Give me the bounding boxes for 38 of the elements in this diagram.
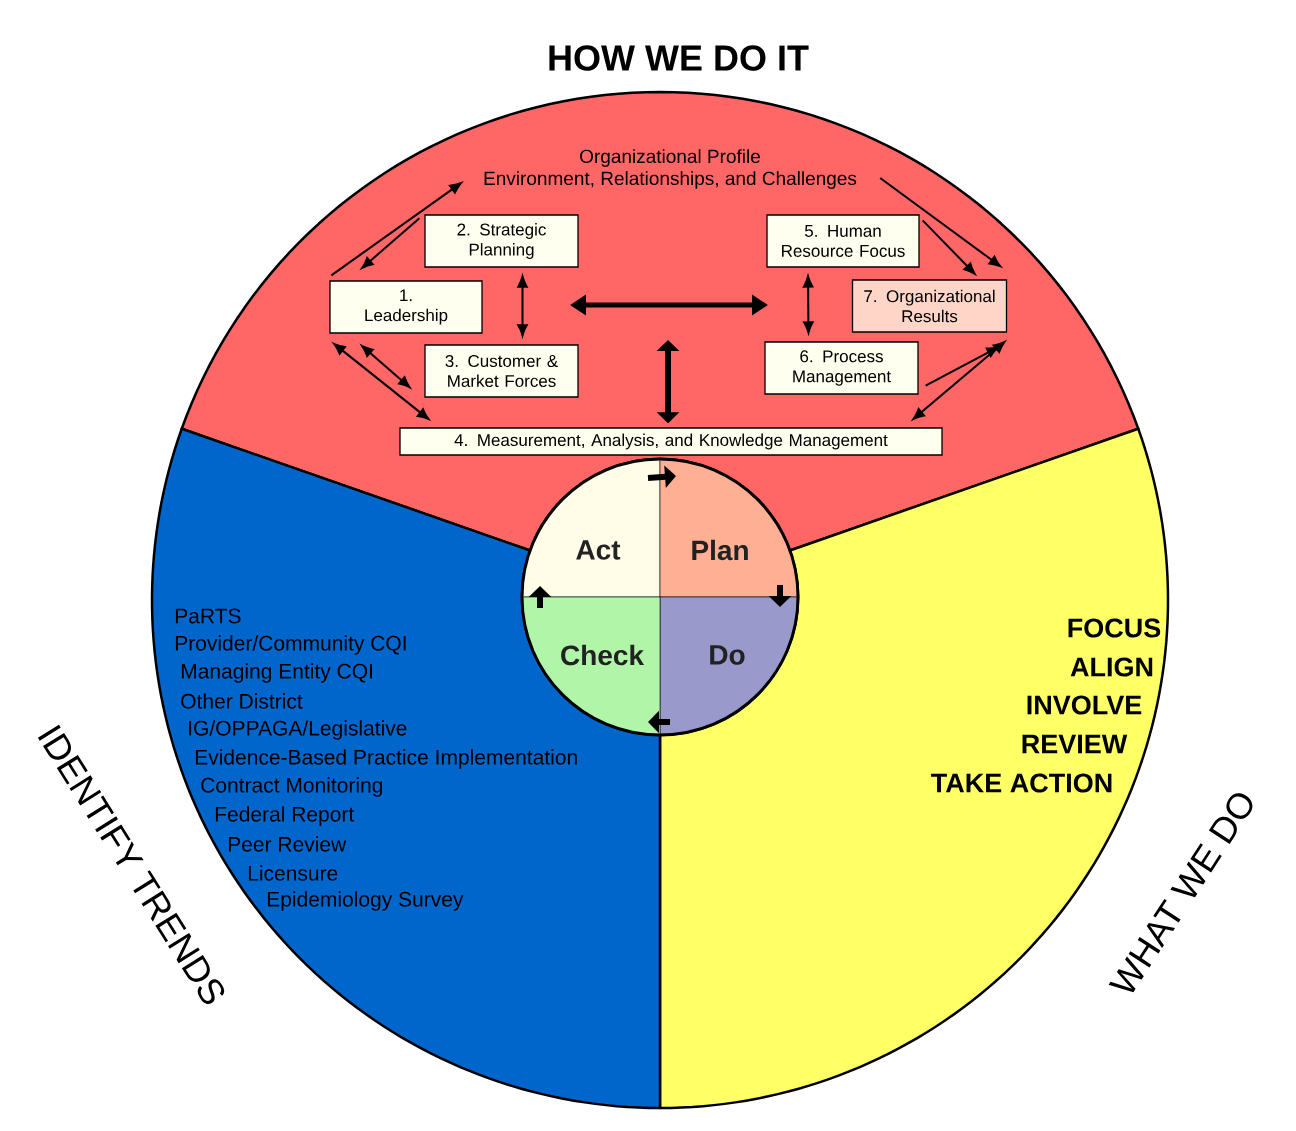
heading: HOW WE DO IT bbox=[549, 45, 809, 71]
list-item: Peer Review bbox=[228, 836, 347, 852]
process-box: 2. Strategic Planning bbox=[424, 214, 579, 268]
list-item: Managing Entity CQI bbox=[181, 663, 372, 683]
process-box: 5. Human Resource Focus bbox=[766, 214, 920, 268]
process-box: 1. Leadership bbox=[329, 280, 483, 334]
list-item: Provider/Community CQI bbox=[175, 635, 406, 655]
heading: Organizational Profile Environment, Relationships, and Challenges bbox=[484, 149, 857, 189]
arrow bbox=[333, 343, 430, 420]
keyword: INVOLVE bbox=[1027, 695, 1142, 715]
list-item: Other District bbox=[181, 693, 303, 709]
process-box: 7. Organizational Results bbox=[851, 279, 1008, 333]
keyword: FOCUS bbox=[1068, 618, 1161, 638]
list-item: Licensure bbox=[248, 865, 338, 881]
process-box: 4. Measurement, Analysis, and Knowledge Management bbox=[399, 427, 943, 456]
list-item: Evidence-Based Practice Implementation bbox=[195, 749, 577, 769]
arrow bbox=[361, 345, 411, 389]
arrow bbox=[921, 219, 976, 275]
list-item: PaRTS bbox=[175, 608, 241, 624]
keyword: TAKE ACTION bbox=[931, 773, 1112, 793]
list-item: Epidemiology Survey bbox=[267, 891, 464, 911]
list-item: Federal Report bbox=[215, 806, 355, 826]
process-box: 6. Process Management bbox=[764, 341, 919, 395]
process-box: 3. Customer & Market Forces bbox=[424, 344, 579, 398]
keyword: REVIEW bbox=[1022, 734, 1128, 754]
list-item: Contract Monitoring bbox=[201, 777, 383, 797]
quadrant: Do bbox=[659, 596, 799, 736]
quadrant: Plan bbox=[659, 458, 799, 598]
arrow bbox=[802, 275, 814, 334]
keyword: ALIGN bbox=[1070, 657, 1153, 677]
arrow bbox=[879, 177, 1002, 268]
arrow bbox=[361, 217, 421, 269]
quadrant: Act bbox=[521, 458, 661, 598]
arrow bbox=[517, 275, 528, 337]
arrow bbox=[330, 182, 462, 277]
arrow bbox=[912, 341, 1006, 420]
list-item: IG/OPPAGA/Legislative bbox=[189, 720, 407, 740]
quadrant: Check bbox=[521, 596, 661, 736]
